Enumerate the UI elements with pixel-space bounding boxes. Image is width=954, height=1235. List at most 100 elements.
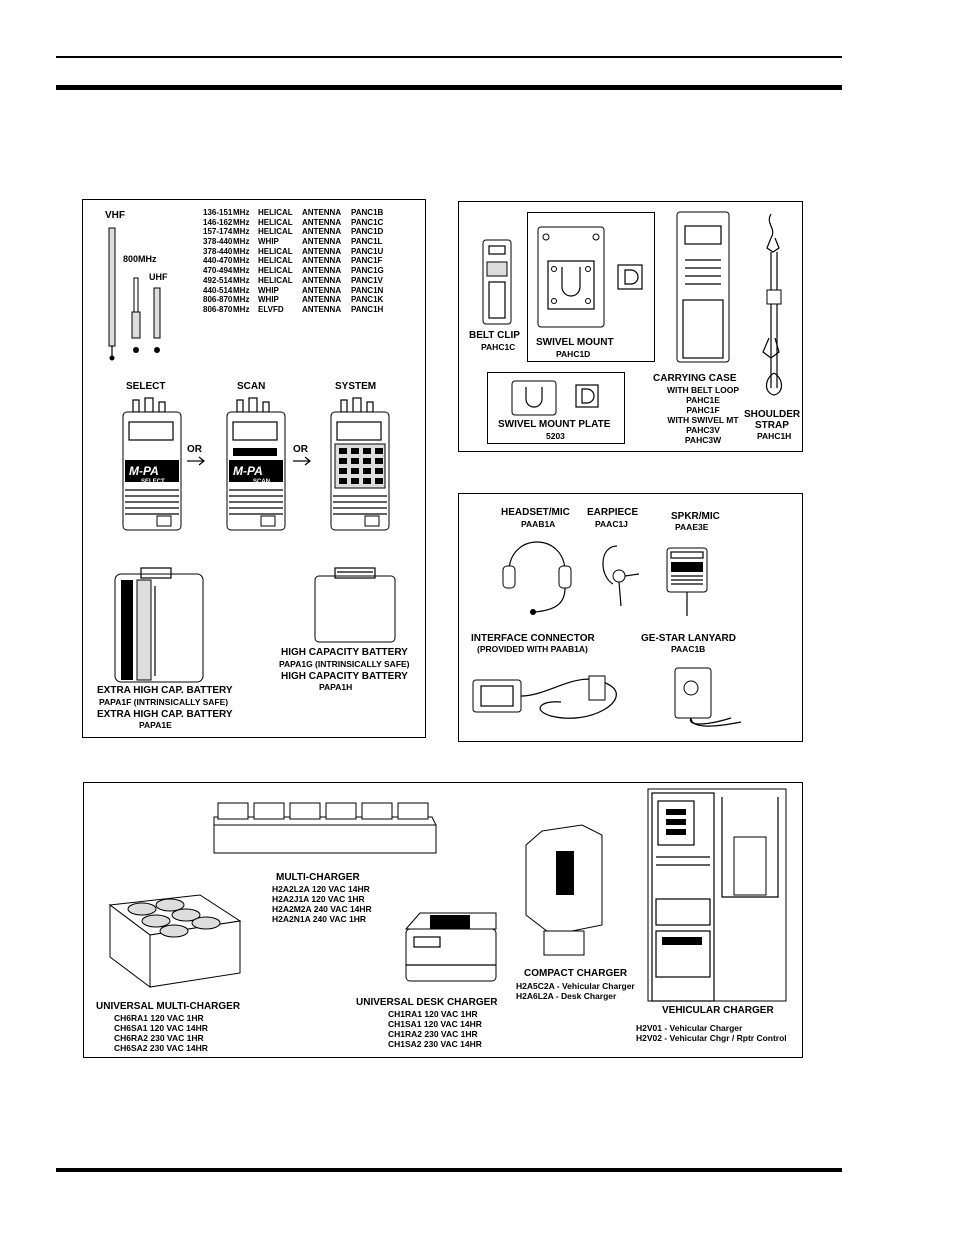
radio-scan-brand: M-PA <box>233 464 263 478</box>
spkr-mic-part: PAAE3E <box>675 522 709 532</box>
xhc-battery-title-2: EXTRA HIGH CAP. BATTERY <box>97 709 233 720</box>
shoulder-strap-label-2: STRAP <box>755 420 789 431</box>
antenna-table-cell: ANTENNA <box>302 266 342 276</box>
vehicular-charger-line: H2V01 - Vehicular Charger <box>636 1023 743 1033</box>
swivel-plate-illustration <box>511 380 557 416</box>
scan-label: SCAN <box>237 381 266 392</box>
or-arrow-2: OR <box>293 444 308 455</box>
antenna-table-cell: PANC1B <box>351 208 384 217</box>
universal-multi-line: CH6SA2 230 VAC 14HR <box>114 1043 208 1053</box>
antenna-table-cell: WHIP <box>258 237 279 247</box>
antenna-table-cell: MHz <box>233 256 250 266</box>
swivel-plate-part: 5203 <box>546 431 565 441</box>
earpiece-part: PAAC1J <box>595 519 628 529</box>
case-line: PAHC1E <box>686 395 720 405</box>
desk-charger-line: CH1RA2 230 VAC 1HR <box>388 1029 478 1039</box>
antenna-table-cell: 440-514 <box>203 285 233 295</box>
earpiece-label: EARPIECE <box>587 507 639 518</box>
compact-charger-illustration <box>525 824 603 956</box>
antenna-table-cell: 806-870 <box>203 304 233 314</box>
antenna-table-cell: PANC1C <box>351 217 384 227</box>
antenna-table-cell: HELICAL <box>258 256 293 266</box>
antenna-table-cell: ANTENNA <box>302 256 342 266</box>
vhf-label: VHF <box>105 210 125 221</box>
charger-slot <box>253 802 285 820</box>
universal-multi-charger-illustration <box>108 894 242 988</box>
antenna-illustration <box>108 227 161 361</box>
hc-battery-part-is: PAPA1G (INTRINSICALLY SAFE) <box>279 659 410 669</box>
antenna-table-cell: ANTENNA <box>302 227 342 237</box>
antenna-table-cell: 157-174 <box>203 227 233 237</box>
antenna-table-cell: HELICAL <box>258 275 293 285</box>
desk-charger-line: CH1RA1 120 VAC 1HR <box>388 1009 478 1019</box>
vehicular-charger-line: H2V02 - Vehicular Chgr / Rptr Control <box>636 1033 787 1043</box>
uhf-label: UHF <box>149 272 168 282</box>
radio-scan-badge: SCAN <box>253 479 271 485</box>
arrow-right-icon-1 <box>187 456 205 466</box>
antenna-table-cell: MHz <box>233 266 250 276</box>
antenna-table-cell: PANC1V <box>351 275 383 285</box>
hc-battery-title-2: HIGH CAPACITY BATTERY <box>281 671 408 682</box>
antenna-table-cell: HELICAL <box>258 227 293 237</box>
shoulder-strap-part: PAHC1H <box>757 431 792 441</box>
radio-scan-illustration <box>226 397 286 531</box>
headset-illustration <box>502 541 572 615</box>
antenna-table-cell: MHz <box>233 275 250 285</box>
interface-connector-note: (PROVIDED WITH PAAB1A) <box>477 644 588 654</box>
multi-charger-line: H2A2N1A 240 VAC 1HR <box>272 914 367 924</box>
antenna-table-cell: PANC1U <box>351 246 384 256</box>
antenna-table-cell: 378-440 <box>203 246 233 256</box>
charger-slot <box>397 802 429 820</box>
swivel-mount-box: SWIVEL MOUNT PAHC1D <box>527 212 655 362</box>
antenna-table-cell: ANTENNA <box>302 295 342 305</box>
antenna-table-cell: 146-162 <box>203 217 233 227</box>
compact-charger-title: COMPACT CHARGER <box>524 968 628 979</box>
multi-charger-line: H2A2J1A 120 VAC 1HR <box>272 894 365 904</box>
interface-connector-label: INTERFACE CONNECTOR <box>471 633 595 644</box>
ge-star-lanyard-part: PAAC1B <box>671 644 706 654</box>
antenna-table-cell: MHz <box>233 208 250 217</box>
radio-select-illustration <box>122 397 182 531</box>
audio-panel: HEADSET/MIC PAAB1A EARPIECE PAAC1J SPKR/… <box>458 493 803 742</box>
hc-battery-part: PAPA1H <box>319 682 353 692</box>
swivel-plate-box: SWIVEL MOUNT PLATE 5203 <box>487 372 625 444</box>
lanyard-illustration <box>674 667 742 727</box>
radio-select-brand: M-PA <box>129 464 159 478</box>
antenna-table-cell: MHz <box>233 237 250 247</box>
swivel-plate-detail-icon <box>575 384 599 408</box>
antenna-table-cell: ANTENNA <box>302 246 342 256</box>
carrying-case-parts: WITH BELT LOOP PAHC1E PAHC1F WITH SWIVEL… <box>653 385 753 445</box>
antenna-table-cell: PANC1K <box>351 295 384 305</box>
universal-multi-charger-title: UNIVERSAL MULTI-CHARGER <box>96 1001 241 1012</box>
chargers-panel: MULTI-CHARGER H2A2L2A 120 VAC 14HR H2A2J… <box>83 782 803 1058</box>
mounts-panel: BELT CLIP PAHC1C SWIVEL MOUNT PAHC1D SWI… <box>458 201 803 452</box>
or-text-2: OR <box>293 444 308 455</box>
case-line: PAHC1F <box>686 405 720 415</box>
swivel-mount-part: PAHC1D <box>556 349 591 359</box>
belt-clip-part: PAHC1C <box>481 342 516 352</box>
antenna-table-cell: 492-514 <box>203 275 233 285</box>
antenna-table-cell: ELVFD <box>258 304 284 314</box>
antenna-table-cell: HELICAL <box>258 266 293 276</box>
antenna-table-cell: WHIP <box>258 285 279 295</box>
spkr-mic-illustration <box>666 547 708 616</box>
xhc-battery-part-is: PAPA1F (INTRINSICALLY SAFE) <box>99 697 229 707</box>
desk-charger-illustration <box>404 912 497 982</box>
radio-select-badge: SELECT <box>141 479 165 485</box>
or-arrow-1: OR <box>187 444 202 455</box>
universal-multi-charger-parts: CH6RA1 120 VAC 1HR CH6SA1 120 VAC 14HR C… <box>114 1013 208 1053</box>
antenna-table-cell: 136-151 <box>203 208 233 217</box>
belt-clip-label: BELT CLIP <box>469 330 520 341</box>
carrying-case-label: CARRYING CASE <box>653 373 737 384</box>
antenna-table-cell: WHIP <box>258 295 279 305</box>
case-line: WITH SWIVEL MT <box>667 415 739 425</box>
